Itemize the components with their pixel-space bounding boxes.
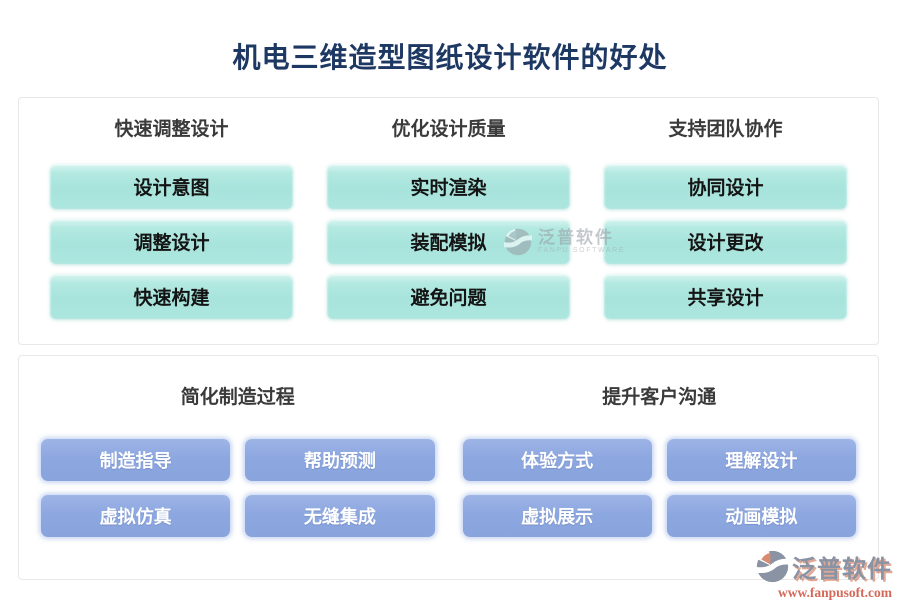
benefit-item-button[interactable]: 装配模拟	[327, 219, 570, 264]
benefit-group: 支持团队协作 协同设计 设计更改 共享设计	[587, 116, 864, 344]
benefit-item-button[interactable]: 协同设计	[604, 164, 847, 209]
benefit-group: 提升客户沟通 体验方式 理解设计 虚拟展示 动画模拟	[449, 387, 871, 579]
benefit-item-button[interactable]: 动画模拟	[666, 495, 856, 537]
benefit-group: 快速调整设计 设计意图 调整设计 快速构建	[33, 116, 310, 344]
benefit-item-button[interactable]: 实时渲染	[327, 164, 570, 209]
benefit-item-button[interactable]: 制造指导	[41, 439, 231, 481]
section-top-benefits: 快速调整设计 设计意图 调整设计 快速构建 优化设计质量 实时渲染 装配模拟 避…	[18, 97, 879, 345]
benefit-item-button[interactable]: 无缝集成	[245, 495, 435, 537]
benefit-group-header: 简化制造过程	[180, 387, 295, 408]
benefit-item-button[interactable]: 体验方式	[462, 439, 652, 481]
watermark-url-text: www.fanpusoft.com	[777, 585, 892, 600]
benefit-group-header: 快速调整设计	[114, 119, 229, 140]
benefit-item-button[interactable]: 虚拟展示	[462, 495, 652, 537]
benefit-item-button[interactable]: 设计更改	[604, 219, 847, 264]
benefit-item-button[interactable]: 快速构建	[50, 274, 293, 319]
benefit-item-button[interactable]: 共享设计	[604, 274, 847, 319]
benefit-item-button[interactable]: 设计意图	[50, 164, 293, 209]
benefit-item-button[interactable]: 理解设计	[666, 439, 856, 481]
benefit-group-header: 优化设计质量	[391, 119, 506, 140]
benefit-group: 简化制造过程 制造指导 帮助预测 虚拟仿真 无缝集成	[27, 387, 449, 579]
benefit-item-button[interactable]: 避免问题	[327, 274, 570, 319]
benefit-group-header: 提升客户沟通	[602, 387, 717, 408]
benefit-item-button[interactable]: 虚拟仿真	[41, 495, 231, 537]
section-bottom-benefits: 简化制造过程 制造指导 帮助预测 虚拟仿真 无缝集成 提升客户沟通 体验方式 理…	[18, 355, 879, 580]
page-title: 机电三维造型图纸设计软件的好处	[232, 42, 668, 73]
benefit-item-button[interactable]: 帮助预测	[245, 439, 435, 481]
benefit-item-button[interactable]: 调整设计	[50, 219, 293, 264]
benefit-group-header: 支持团队协作	[668, 119, 783, 140]
benefit-group: 优化设计质量 实时渲染 装配模拟 避免问题	[310, 116, 587, 344]
